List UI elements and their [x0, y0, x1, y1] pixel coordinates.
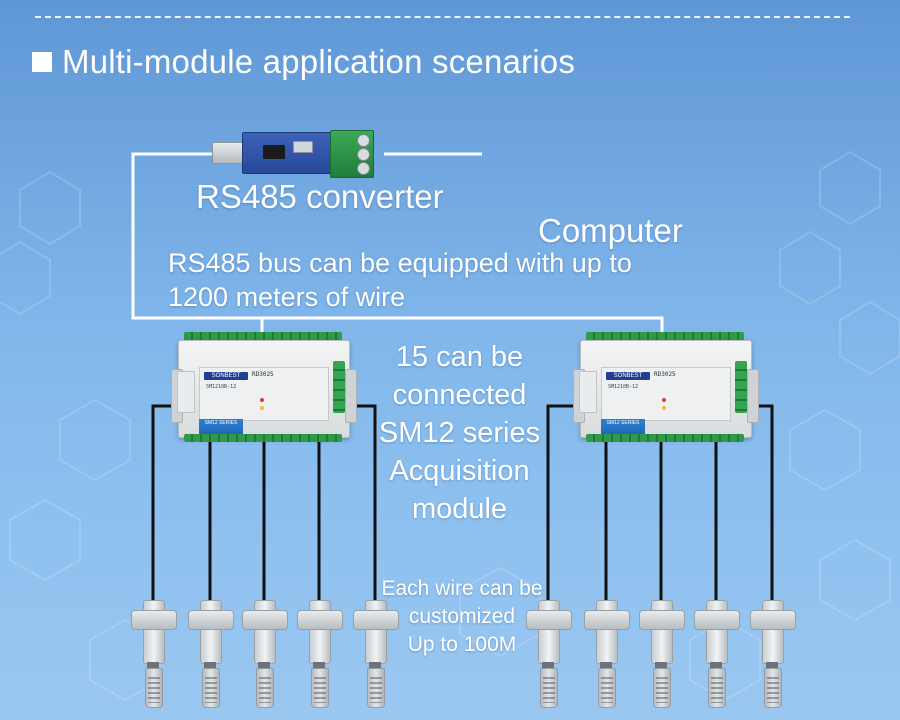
sensor-probe [694, 600, 740, 710]
converter-terminal [330, 130, 374, 178]
bus-note-line-1: RS485 bus can be equipped with up to [168, 248, 632, 278]
acquisition-module: SONBEST RD3025 SM1210B-12 SM12 SERIES [573, 332, 759, 442]
module-sub: SM1210B-12 [608, 384, 639, 390]
heading-text: Multi-module application scenarios [62, 43, 576, 80]
sensor-probe [353, 600, 399, 710]
computer-label: Computer [538, 212, 683, 249]
heading-square-icon [32, 52, 52, 72]
bus-line-left [131, 152, 664, 333]
module-brand: SONBEST [204, 372, 248, 380]
sensor-probe [188, 600, 234, 710]
switch [293, 141, 313, 153]
rs485-converter [212, 130, 387, 180]
converter-label: RS485 converter [196, 178, 444, 215]
acquisition-module: SONBEST RD3025 SM1210B-12 SM12 SERIES [171, 332, 357, 442]
sensor-probe [584, 600, 630, 710]
converter-pcb [242, 132, 344, 174]
module-brand: SONBEST [606, 372, 650, 380]
bus-note-line-2: 1200 meters of wire [168, 282, 406, 312]
sensor-probe [242, 600, 288, 710]
module-model: RD3025 [252, 371, 274, 378]
top-dashed-divider [35, 16, 850, 18]
modules-caption: 15 can be connected SM12 series Acquisit… [378, 341, 541, 525]
sensor-probe [639, 600, 685, 710]
wire-1 [151, 404, 180, 600]
sensor-probe [131, 600, 177, 710]
chip [263, 145, 285, 159]
sensor-probe [526, 600, 572, 710]
module-sub: SM1210B-12 [206, 384, 237, 390]
sensor-probe [750, 600, 796, 710]
wire-caption: Each wire can be customized Up to 100M [381, 577, 543, 656]
section-heading: Multi-module application scenarios [32, 40, 575, 84]
wire-5 [346, 404, 377, 600]
module-model: RD3025 [654, 371, 676, 378]
wire-6 [546, 404, 582, 600]
sensor-probe [297, 600, 343, 710]
